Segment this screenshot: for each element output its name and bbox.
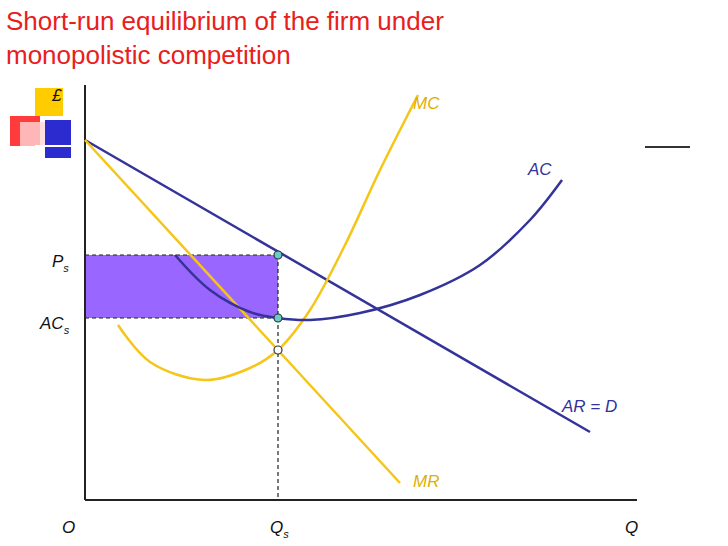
point-marker	[274, 251, 282, 259]
demand-curve	[85, 140, 590, 432]
point-marker	[274, 346, 282, 354]
decor-square	[45, 120, 71, 158]
guide-line	[85, 254, 278, 255]
axis-unit: £	[52, 86, 61, 106]
quantity-label: Qs	[270, 518, 289, 539]
curve-label: MC	[413, 94, 439, 114]
chart-title: Short-run equilibrium of the firm under …	[6, 4, 476, 72]
origin-label: O	[62, 518, 75, 538]
x-axis	[85, 499, 637, 501]
mc-curve	[118, 95, 418, 380]
profit-area	[85, 255, 278, 318]
ac-curve	[175, 180, 562, 320]
axis-label: Q	[625, 518, 638, 538]
decor-line	[645, 146, 690, 148]
y-axis	[84, 85, 86, 500]
guide-line	[277, 255, 278, 500]
curve-label: MR	[413, 472, 439, 492]
curve-label: AC	[528, 160, 552, 180]
decor-line	[35, 145, 75, 147]
curve-label: AR = D	[562, 397, 617, 417]
price-label: Ps	[52, 252, 69, 273]
point-marker	[274, 314, 282, 322]
mr-curve	[85, 140, 400, 483]
cost-label: ACs	[40, 314, 69, 335]
